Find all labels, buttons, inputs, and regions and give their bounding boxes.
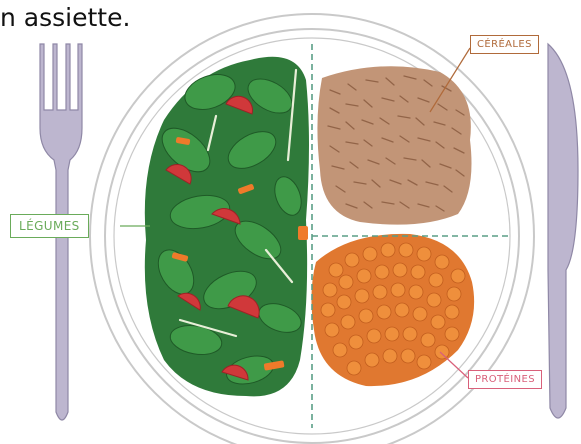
knife-icon (548, 44, 578, 418)
label-cereales: CÉRÉALES (470, 35, 539, 54)
label-proteines: PROTÉINES (468, 370, 542, 389)
label-legumes: LÉGUMES (10, 214, 89, 238)
cereales-section (317, 66, 471, 224)
